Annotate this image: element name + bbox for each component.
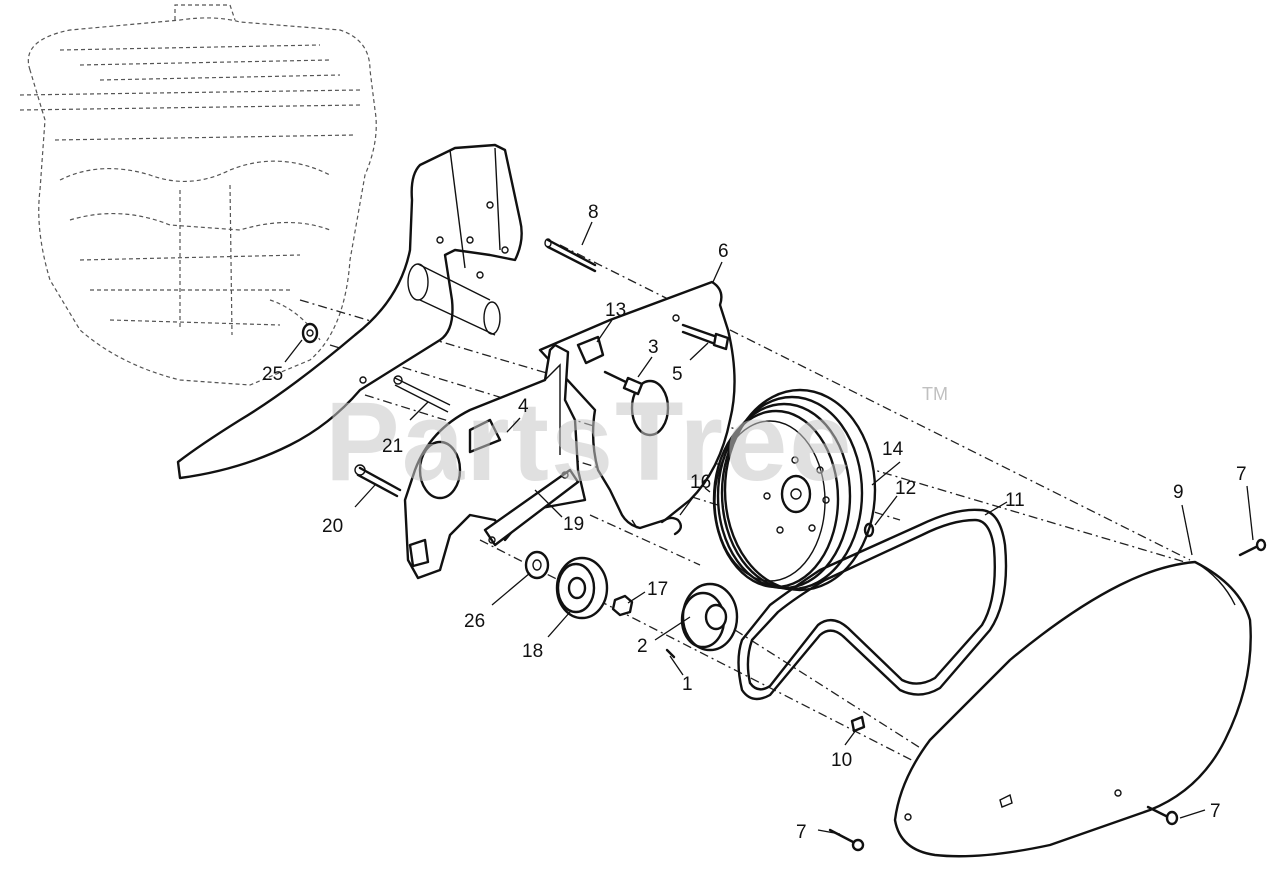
watermark-trademark: TM (922, 384, 948, 404)
belt-part-12 (737, 508, 1008, 701)
callout-2: 2 (637, 636, 648, 657)
nut-part-25 (301, 322, 319, 344)
callout-9: 9 (1173, 482, 1184, 503)
pin-part-1 (665, 648, 676, 659)
washer-part-26 (524, 550, 550, 580)
mounting-bracket (176, 143, 523, 480)
callout-10: 10 (831, 750, 852, 771)
callout-18: 18 (522, 641, 543, 662)
callout-6: 6 (718, 241, 729, 262)
callout-13: 12 (895, 478, 916, 499)
screw-part-7-top (1238, 538, 1267, 557)
pin-part-8 (544, 238, 597, 273)
callout-5: 5 (672, 364, 683, 385)
callout-1: 1 (682, 674, 693, 695)
callout-3: 3 (648, 337, 659, 358)
bolt-part-3 (603, 370, 644, 396)
callout-labels: 8 6 13 3 5 4 25 21 20 19 16 14 12 11 9 7… (262, 202, 1247, 843)
callout-8: 8 (588, 202, 599, 223)
idler-pulley-part-18 (555, 556, 609, 620)
callout-7-top: 7 (1236, 464, 1247, 485)
idler-pulley-part-2 (680, 582, 739, 652)
callout-20: 20 (322, 516, 343, 537)
key-part-13 (863, 522, 875, 538)
callout-19: 19 (563, 514, 584, 535)
clip-part-10 (850, 715, 866, 733)
clip-part-16 (660, 516, 683, 536)
callout-25: 25 (262, 364, 283, 385)
callout-14: 14 (882, 439, 904, 460)
rod-part-21 (393, 375, 451, 413)
callout-26: 26 (464, 611, 485, 632)
bracket-part-11 (576, 335, 605, 365)
screw-part-7-right (1146, 805, 1179, 826)
large-pulley-part-14 (712, 388, 877, 592)
callout-4: 4 (518, 396, 529, 417)
bolt-part-20 (354, 464, 402, 498)
callout-7-bottom: 7 (796, 822, 807, 843)
belt-cover-part-9 (893, 560, 1252, 858)
watermark: PartsTree TM (325, 379, 948, 504)
watermark-text: PartsTree (325, 379, 854, 504)
callout-12: 11 (1005, 490, 1025, 511)
nut-part-17 (611, 594, 634, 617)
callout-17: 17 (647, 579, 668, 600)
bolt-part-5 (681, 323, 730, 351)
callout-7-right: 7 (1210, 801, 1221, 822)
tension-lever-part-19 (403, 343, 587, 580)
callout-16: 16 (690, 472, 711, 493)
engine-outline (19, 4, 377, 386)
callout-leaders (284, 221, 1254, 835)
callout-11: 13 (605, 300, 626, 321)
callout-21: 21 (382, 436, 403, 457)
screw-part-7-bottom (828, 828, 865, 852)
